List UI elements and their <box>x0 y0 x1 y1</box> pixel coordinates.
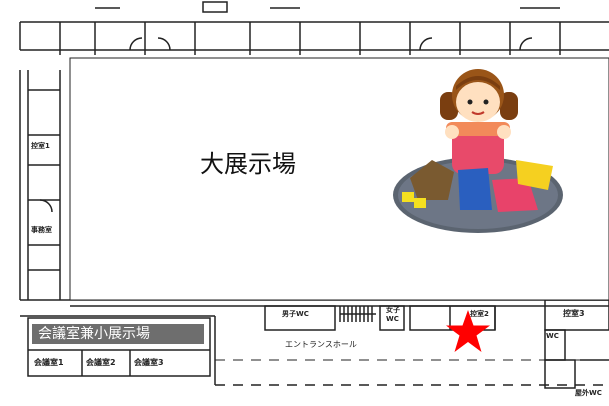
room-2-label: 控室2 <box>470 310 489 318</box>
entrance-hall-label: エントランスホール <box>285 340 357 349</box>
mens-wc-label: 男子WC <box>282 310 309 318</box>
meeting-room-1-label: 会議室1 <box>34 358 64 367</box>
womens-wc-label-bottom: WC <box>386 315 399 323</box>
meeting-room-2-label: 会議室2 <box>86 358 116 367</box>
outdoor-wc-label: 屋外WC <box>575 389 602 397</box>
office-label: 事務室 <box>31 226 52 234</box>
meeting-hall-label: 会議室兼小展示場 <box>32 324 204 344</box>
main-hall-label: 大展示場 <box>200 150 296 178</box>
girl-with-clothes-illustration <box>393 69 563 233</box>
star-marker-icon <box>446 310 490 352</box>
meeting-room-3-label: 会議室3 <box>134 358 164 367</box>
room-3-label: 控室3 <box>563 309 585 318</box>
womens-wc-label-top: 女子 <box>386 306 400 314</box>
room-1-label: 控室1 <box>31 142 50 150</box>
wc-label: WC <box>546 332 559 340</box>
